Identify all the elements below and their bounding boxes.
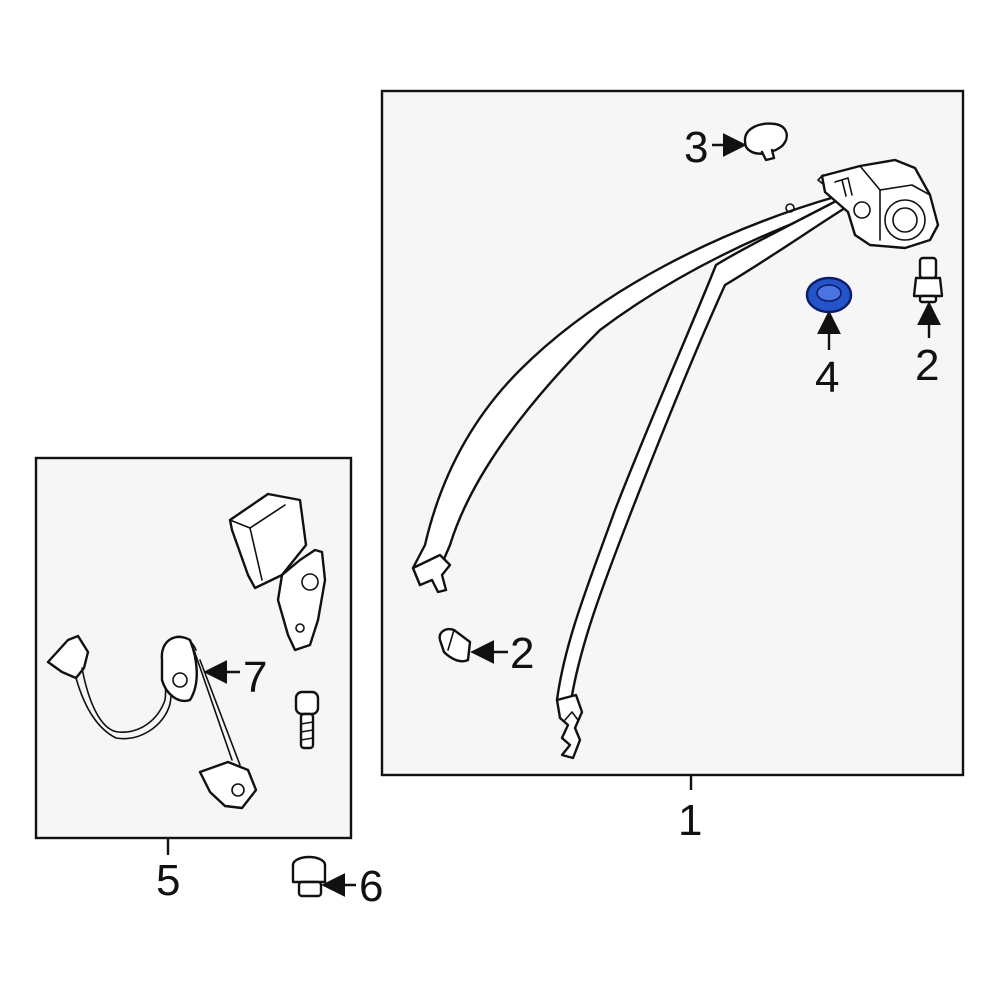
seat-belt-retractor [820,158,940,250]
upper-guide-end [411,553,452,594]
callout-5: 5 [156,856,180,905]
part-4-washer [805,276,853,314]
callout-2-upper: 2 [915,341,939,390]
buckle-bolt [294,690,320,750]
buckle [228,492,327,652]
part-2-bolt-lower [438,627,472,663]
callout-7: 7 [243,653,267,702]
buckle-anchor [198,760,258,810]
part-3-cap [743,122,788,162]
callout-3: 3 [684,123,708,172]
callout-6: 6 [359,862,383,911]
callout-2-lower: 2 [510,629,534,678]
lower-anchor-plate [555,693,584,760]
part-6-bushing [291,855,327,898]
callout-4: 4 [815,353,839,402]
callout-1: 1 [678,796,702,845]
